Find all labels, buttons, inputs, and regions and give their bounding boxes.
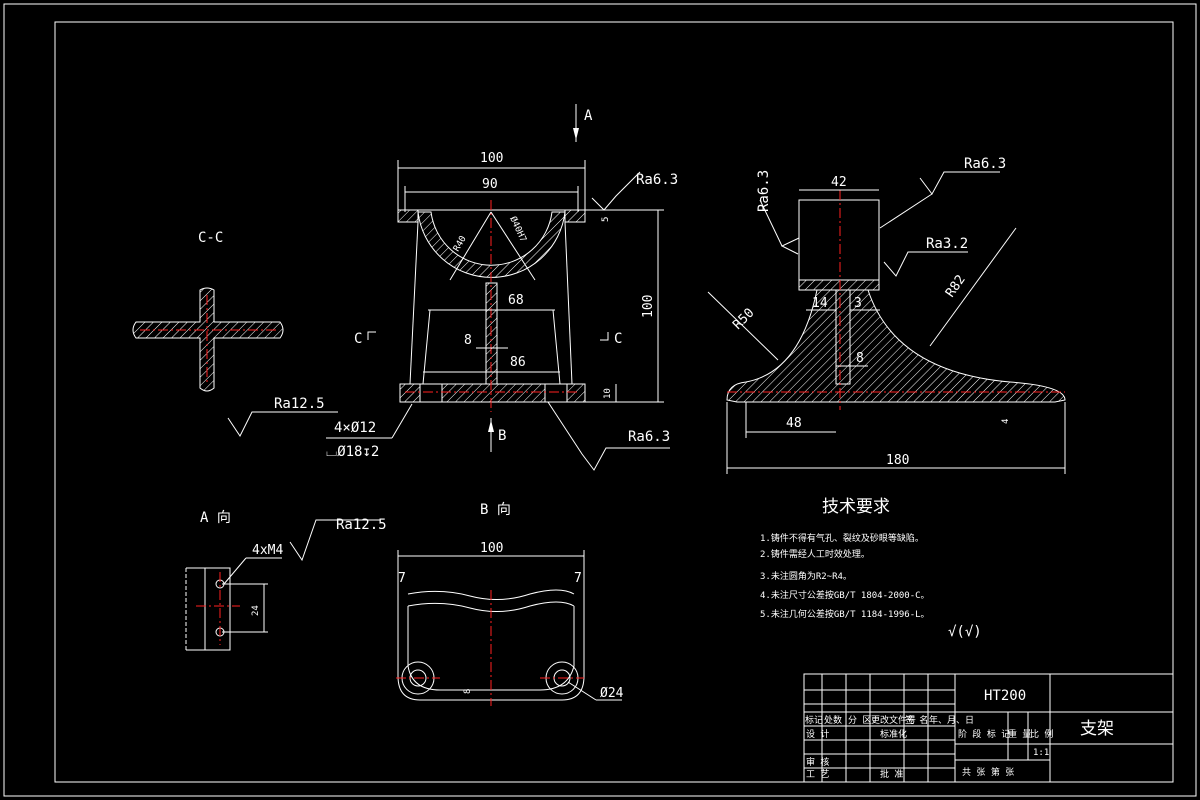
- roughness-front-top: Ra6.3: [636, 172, 678, 188]
- dim-top-overall: 100: [480, 151, 503, 166]
- outer-border: [3, 3, 1197, 797]
- roughness-front-left: Ra12.5: [274, 396, 325, 412]
- roughness-view-a: Ra12.5: [336, 517, 387, 533]
- dim-base-thickness: 10: [603, 388, 613, 399]
- title-block-col-header: 更改文件号: [871, 714, 916, 726]
- roughness-default-symbol: √(√): [948, 624, 982, 640]
- dim-top-inner: 90: [482, 177, 498, 192]
- title-block: HT200 支架 标记 处数 分 区 更改文件号 签 名 年、月、日 设 计 标…: [803, 673, 1174, 783]
- title-block-weight: 重 量: [1008, 728, 1031, 740]
- title-block-col-header: 处数: [824, 714, 842, 726]
- dim-view-a-spacing: 24: [251, 605, 261, 616]
- tech-req-title: 技术要求: [822, 497, 890, 517]
- section-arrow-b: B: [498, 428, 506, 444]
- view-a-label: A 向: [200, 510, 231, 526]
- roughness-front-bottom: Ra6.3: [628, 429, 670, 445]
- view-a: 24 4xM4 Ra12.5: [185, 517, 387, 651]
- dim-view-b-right: 7: [574, 571, 582, 586]
- front-view-dimensions: 100 90 100 68 86 8 10 5 R40 Ø40H7 Ra6.3 …: [227, 104, 678, 471]
- dim-rib-right: 3: [854, 296, 862, 311]
- section-cc-label: C-C: [198, 230, 223, 246]
- title-block-scale: 1:1: [1033, 748, 1049, 758]
- view-b-hole: Ø24: [600, 686, 624, 701]
- view-b: 100 7 7 Ø24 8: [396, 541, 624, 706]
- view-b-depth: 8: [463, 689, 473, 694]
- section-arrow-a: A: [584, 108, 593, 124]
- dim-top-width: 42: [831, 175, 847, 190]
- dim-view-b-width: 100: [480, 541, 503, 556]
- view-a-thread: 4xM4: [252, 543, 283, 558]
- tech-req-item: 5.未注几何公差按GB/T 1184-1996-L。: [760, 608, 930, 620]
- dim-base-left: 48: [786, 416, 802, 431]
- tech-req-item: 1.铸件不得有气孔、裂纹及砂眼等缺陷。: [760, 532, 924, 544]
- dim-web: 8: [464, 333, 472, 348]
- section-mark-c-left: C: [354, 331, 362, 347]
- title-block-ratio: 比 例: [1030, 728, 1053, 740]
- side-view-dimensions: 42 14 3 8 48 180 4 R50 R82 Ra6.3 Ra6.3 R…: [707, 156, 1066, 474]
- title-block-col-header: 年、月、日: [929, 714, 974, 726]
- roughness-side-top: Ra6.3: [964, 156, 1006, 172]
- dim-top-thickness: 5: [601, 217, 611, 222]
- dim-rib-top: 68: [508, 293, 524, 308]
- dim-rib-left: 14: [812, 296, 828, 311]
- inner-border: [54, 21, 1174, 783]
- title-block-review: 审 核: [806, 756, 829, 768]
- dim-overall: 180: [886, 453, 909, 468]
- dim-side-web: 8: [856, 351, 864, 366]
- roughness-side-mid: Ra3.2: [926, 236, 968, 252]
- title-block-col-header: 标记: [805, 714, 823, 726]
- holes-callout-1: 4×Ø12: [334, 420, 376, 436]
- holes-callout-2: ⌴Ø18↧2: [326, 444, 379, 460]
- front-view: [397, 200, 586, 412]
- dim-height: 100: [641, 295, 656, 318]
- section-cc-profile: [132, 287, 284, 392]
- section-mark-c-right: C: [614, 331, 622, 347]
- dim-radius: R40: [452, 234, 469, 253]
- view-b-label: B 向: [480, 502, 511, 518]
- dim-radius-left: R50: [730, 306, 757, 333]
- title-block-material: HT200: [984, 688, 1026, 704]
- title-block-standard: 标准化: [880, 728, 907, 740]
- tech-requirements: 技术要求 1.铸件不得有气孔、裂纹及砂眼等缺陷。 2.铸件需经人工时效处理。 3…: [760, 497, 982, 640]
- dim-side-base-thickness: 4: [1001, 419, 1011, 424]
- tech-req-item: 3.未注圆角为R2~R4。: [760, 570, 852, 582]
- roughness-side-left: Ra6.3: [756, 170, 772, 212]
- title-block-col-header: 签 名: [905, 714, 928, 726]
- title-block-part-name: 支架: [1080, 719, 1114, 739]
- title-block-col-header: 分 区: [848, 715, 871, 726]
- dim-radius-right: R82: [943, 272, 969, 300]
- tech-req-item: 4.未注尺寸公差按GB/T 1804-2000-C。: [760, 589, 930, 601]
- title-block-design: 设 计: [806, 728, 829, 740]
- title-block-sheet: 共 张 第 张: [962, 766, 1014, 778]
- title-block-approve: 批 准: [880, 768, 903, 780]
- title-block-stage: 阶 段 标 记: [958, 728, 1010, 740]
- dim-view-b-left: 7: [398, 571, 406, 586]
- title-block-process: 工 艺: [806, 769, 829, 780]
- dim-base-inner: 86: [510, 355, 526, 370]
- tech-req-item: 2.铸件需经人工时效处理。: [760, 548, 870, 560]
- dim-arc-chord: Ø40H7: [507, 215, 528, 244]
- side-view: [726, 190, 1066, 410]
